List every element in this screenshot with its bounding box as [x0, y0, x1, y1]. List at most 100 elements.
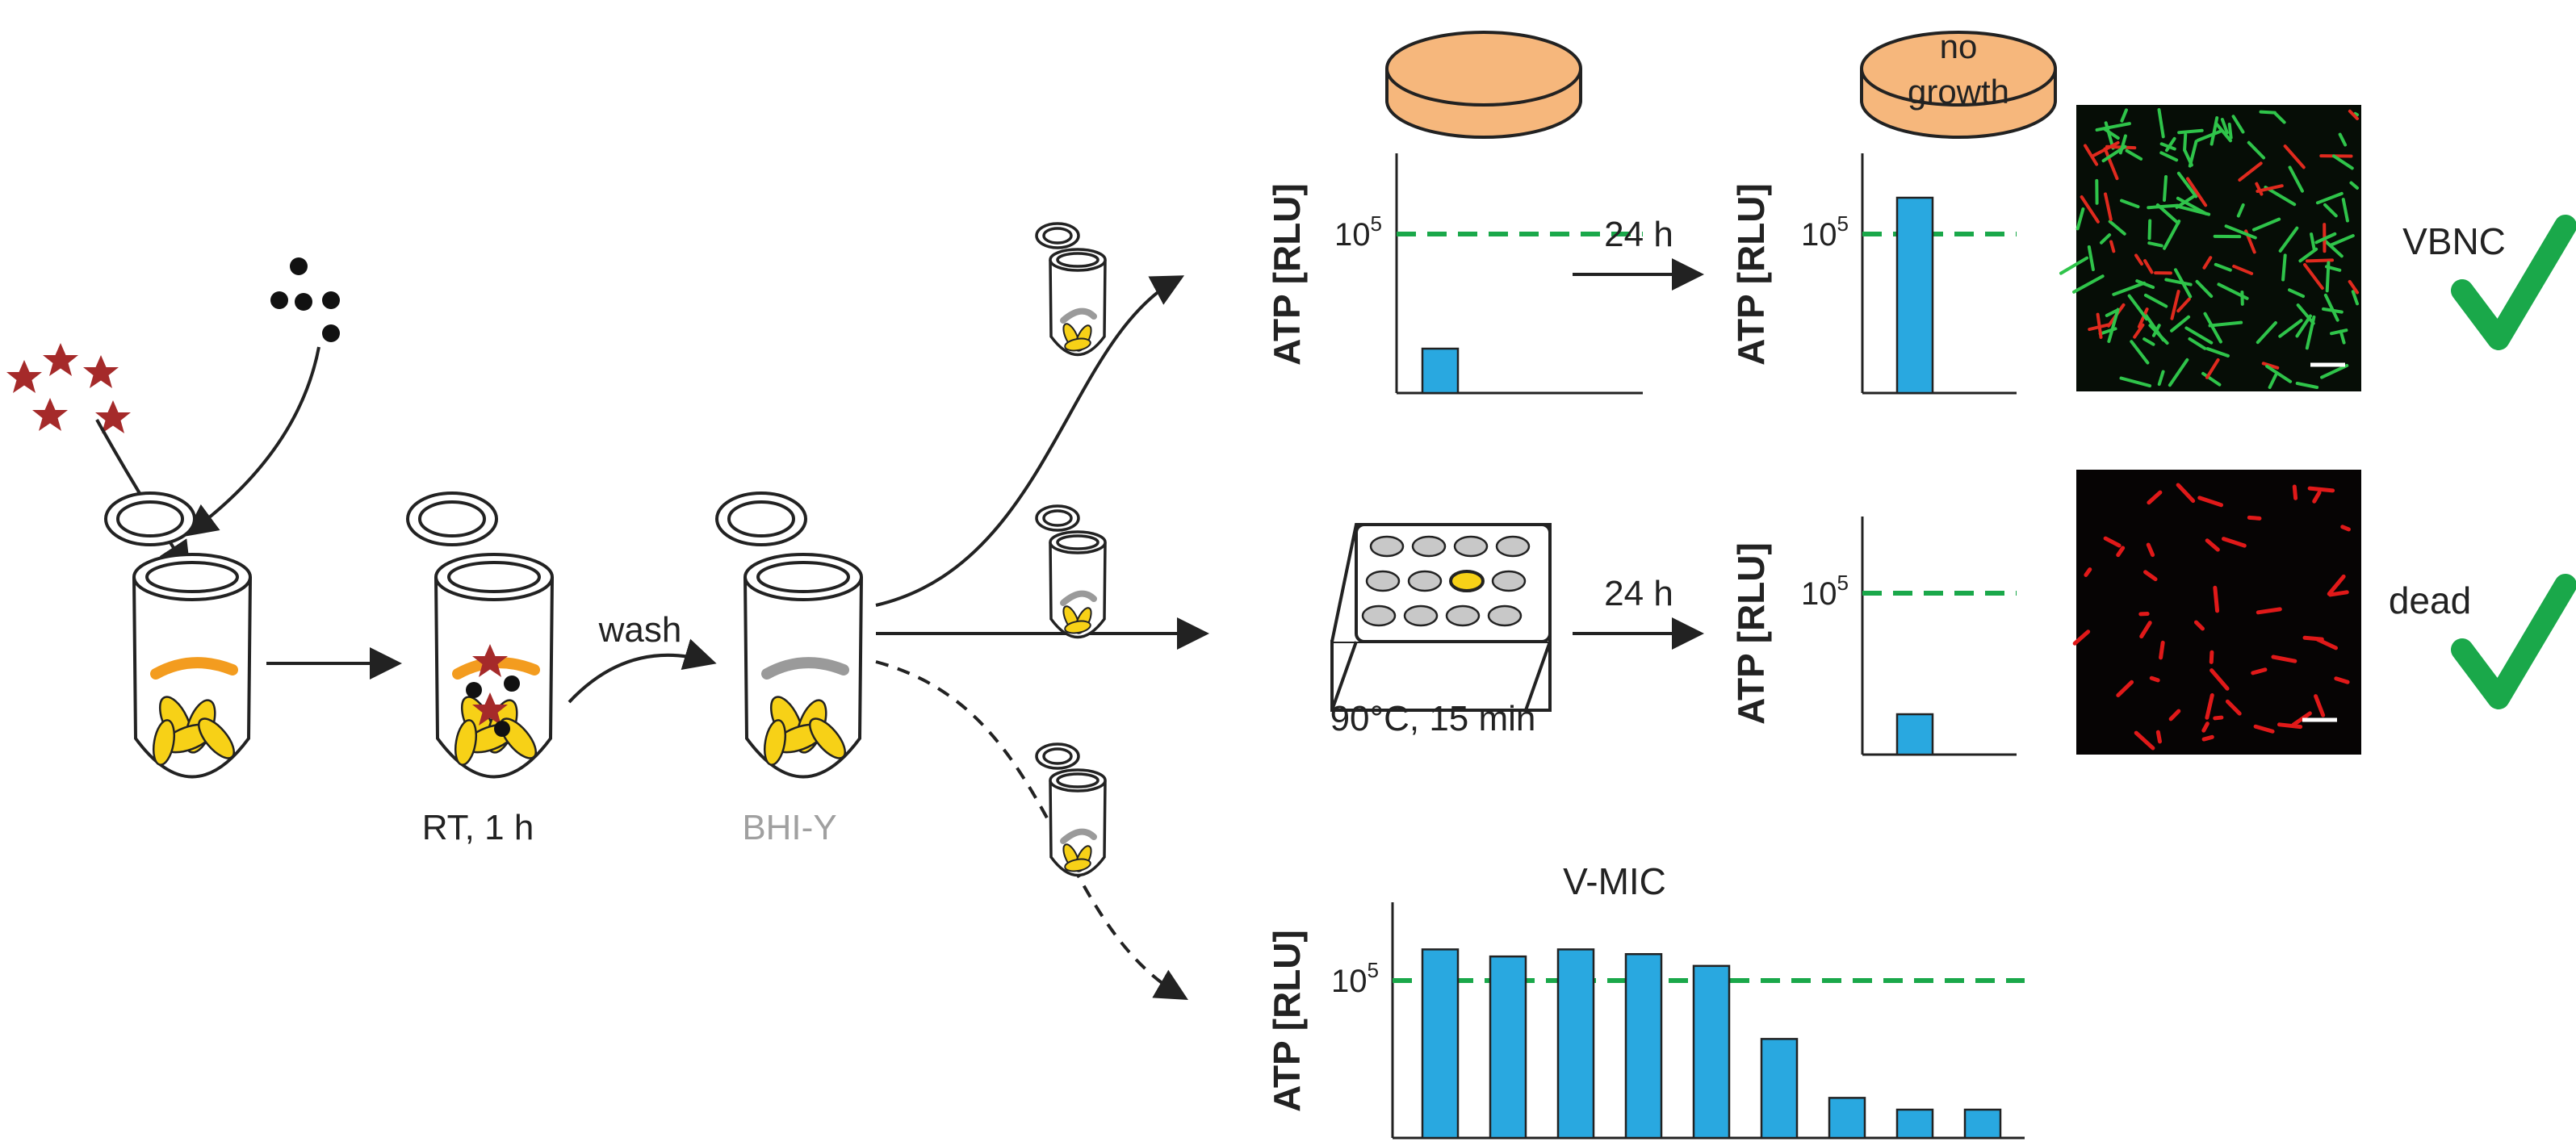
cell-strand	[2247, 140, 2266, 160]
cell-strand	[2256, 184, 2284, 193]
cell-strand	[2104, 121, 2115, 150]
cell-strand	[2195, 279, 2214, 299]
cell-strand	[2119, 376, 2152, 388]
cell-strand	[2147, 490, 2163, 505]
cell-strand	[2268, 373, 2278, 389]
cell-strand	[2278, 319, 2303, 338]
cell-strand	[2315, 637, 2339, 650]
cell-strand	[2116, 680, 2134, 698]
cell-strand	[2265, 364, 2293, 383]
cell-strand	[2231, 115, 2245, 134]
cell-strand	[2099, 233, 2112, 245]
tube-incubated	[406, 491, 554, 779]
cell-strand	[2197, 496, 2224, 508]
arrow-wash	[568, 638, 717, 704]
threshold-tick: 105	[1801, 571, 1849, 612]
branch-arrow-top	[875, 275, 1185, 607]
cell-strand	[2176, 297, 2191, 313]
check-icon-vbnc	[2451, 215, 2576, 350]
cell-strand	[2220, 118, 2229, 135]
branch-arrow-bottom	[875, 660, 1188, 1001]
cell-strand	[2177, 128, 2204, 135]
small-tube-bottom	[1037, 744, 1105, 876]
cell-strand	[2288, 288, 2306, 299]
cell-strand	[2329, 234, 2355, 247]
cell-strand	[2264, 186, 2297, 207]
cell-strand	[2107, 307, 2120, 343]
cell-strand	[2090, 140, 2120, 158]
cell-strand	[2168, 709, 2181, 721]
cell-strand	[2205, 358, 2220, 379]
cell-strand	[2205, 692, 2214, 720]
bar	[1963, 1108, 2002, 1140]
small-tube-middle	[1037, 506, 1105, 638]
cell-strand	[2295, 382, 2319, 389]
cell-strand	[2325, 261, 2331, 293]
cell-strand	[2202, 256, 2213, 270]
cell-strand	[2205, 538, 2220, 552]
chart-top-1: 105 ATP [RLU]	[1266, 153, 1643, 395]
cell-strand	[2305, 258, 2335, 263]
cell-strand	[2120, 108, 2128, 123]
cell-strand	[2134, 730, 2155, 751]
cell-strand	[2120, 199, 2140, 209]
result-vbnc: VBNC	[2402, 220, 2506, 262]
cell-strand	[2283, 144, 2306, 169]
chart-top-2: 105 ATP [RLU]	[1730, 153, 2017, 395]
time-label-top: 24 h	[1604, 215, 1673, 254]
bar	[1760, 1038, 1799, 1140]
cell-strand	[2251, 667, 2268, 675]
cell-strand	[2101, 144, 2127, 163]
cell-strand	[2312, 490, 2322, 504]
cell-strand	[2159, 151, 2179, 162]
cell-strand	[2351, 290, 2359, 306]
cell-strand	[2349, 181, 2359, 190]
cell-strand	[2259, 110, 2277, 115]
cell-strand	[2147, 219, 2152, 240]
cell-strand	[2104, 192, 2113, 221]
cell-strand	[2214, 122, 2232, 143]
cell-strand	[2196, 129, 2222, 142]
y-axis-label: ATP [RLU]	[1266, 183, 1308, 366]
cell-strand	[2209, 668, 2230, 691]
agar-plate-top	[1385, 31, 1582, 139]
cell-strand	[2188, 140, 2198, 168]
cell-strand	[2159, 640, 2165, 660]
cell-strand	[2130, 340, 2150, 365]
cell-strand	[2320, 363, 2349, 379]
y-axis-label: ATP [RLU]	[1730, 542, 1772, 725]
cell-strand	[2148, 324, 2169, 345]
cell-strand	[2224, 224, 2257, 240]
tube-start	[104, 491, 252, 779]
y-axis-label: ATP [RLU]	[1266, 930, 1308, 1112]
cell-strand	[2348, 279, 2359, 295]
bar	[1489, 955, 1527, 1140]
cell-strand	[2163, 220, 2181, 250]
check-icon-dead	[2451, 574, 2576, 709]
cell-strand	[2277, 722, 2303, 730]
result-dead: dead	[2389, 579, 2471, 621]
cell-strand	[2134, 253, 2143, 266]
cell-strand	[2188, 337, 2207, 350]
cell-strand	[2205, 347, 2230, 358]
cell-strand	[2103, 147, 2119, 181]
cell-strand	[2176, 196, 2208, 215]
cell-strand	[2109, 240, 2116, 253]
cell-strand	[2147, 203, 2180, 210]
cell-strand	[2247, 515, 2262, 521]
cell-strand	[2102, 127, 2120, 140]
cell-strand	[2135, 279, 2155, 289]
chart-middle: 105 ATP [RLU]	[1730, 517, 2017, 756]
micrograph-live	[2059, 105, 2361, 391]
cell-strand	[2157, 370, 2165, 387]
cell-strand	[2339, 329, 2346, 345]
cell-strand	[2201, 721, 2209, 733]
cell-strand	[2213, 585, 2220, 613]
y-axis-label: ATP [RLU]	[1730, 183, 1772, 366]
no-growth-label-1: no	[1940, 27, 1978, 65]
cell-strand	[2193, 620, 2205, 631]
cell-strand	[2143, 293, 2168, 308]
micrograph-dead	[2072, 470, 2361, 755]
cell-strand	[2332, 154, 2354, 170]
cell-strand	[2088, 323, 2110, 332]
